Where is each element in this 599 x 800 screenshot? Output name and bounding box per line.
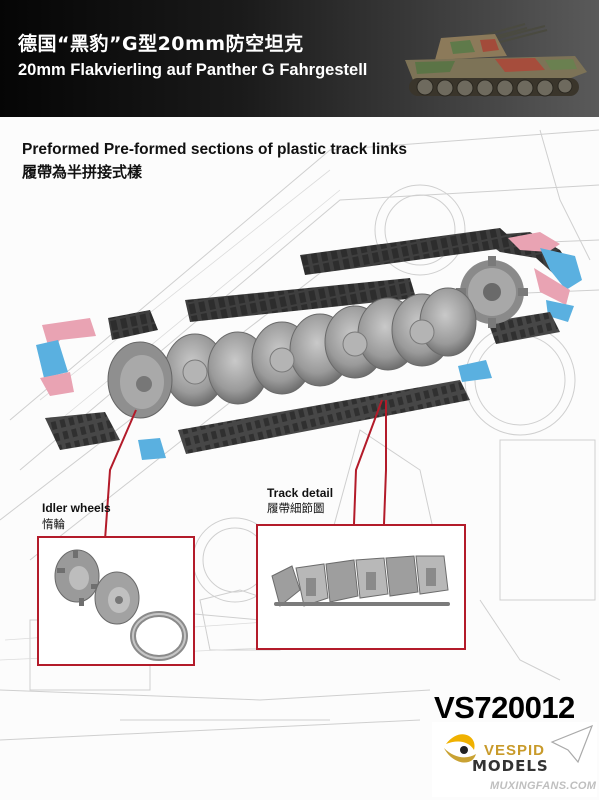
lower-track-run [178,380,470,454]
left-track-segment [108,310,158,340]
idler-wheel-parts-image [54,549,188,661]
logo-text-models: MODELS [472,757,549,775]
track-links-closeup-image [271,555,450,607]
track-detail-label: Track detail [267,486,334,500]
idler-wheels-label: Idler wheels [42,501,111,515]
track-pointer-line-left [353,399,383,525]
logo-text-vespid: VESPID [484,742,546,759]
section-heading-english: Preformed Pre-formed sections of plastic… [22,141,408,158]
road-wheels [164,287,477,407]
vespid-models-logo [432,722,597,797]
section-heading-chinese: 履帶為半拼接式樣 [22,163,143,181]
upper-track-run [185,278,416,322]
paper-plane-mark [550,724,594,764]
top-track-run [300,228,520,275]
track-detail-box [256,524,466,650]
site-watermark: MUXINGFANS.COM [490,780,597,792]
idler-pointer-line [104,409,137,541]
preformed-links-left [36,318,96,396]
idler-wheels-label-chinese: 惰輪 [42,517,65,531]
lower-left-track-segment [45,412,120,450]
track-link-guide-horns [306,568,436,596]
idler-wheels-detail-box [37,536,195,666]
idler-wheel-assembled [107,341,173,419]
header-banner: 德国“黑豹”G型20mm防空坦克 20mm Flakvierling auf P… [0,0,599,117]
idler-rubber-ring [130,611,188,661]
logo-emblem [444,734,476,763]
product-code: VS720012 [434,690,575,725]
title-english: 20mm Flakvierling auf Panther G Fahrgest… [18,61,368,79]
idler-wheel-part-back [94,571,140,625]
track-link-pins [274,602,450,606]
idler-wheel-part-front [54,549,100,606]
small-blue-link-right [458,360,492,382]
track-detail-label-chinese: 履帶細節圖 [267,501,325,515]
small-blue-link [138,438,166,460]
track-link-row [271,555,449,607]
tank-photo-image [405,23,587,97]
drive-sprocket [456,256,528,328]
preformed-links-top-right [508,232,582,322]
title-chinese: 德国“黑豹”G型20mm防空坦克 [18,33,304,55]
track-pointer-line-right [383,400,387,525]
